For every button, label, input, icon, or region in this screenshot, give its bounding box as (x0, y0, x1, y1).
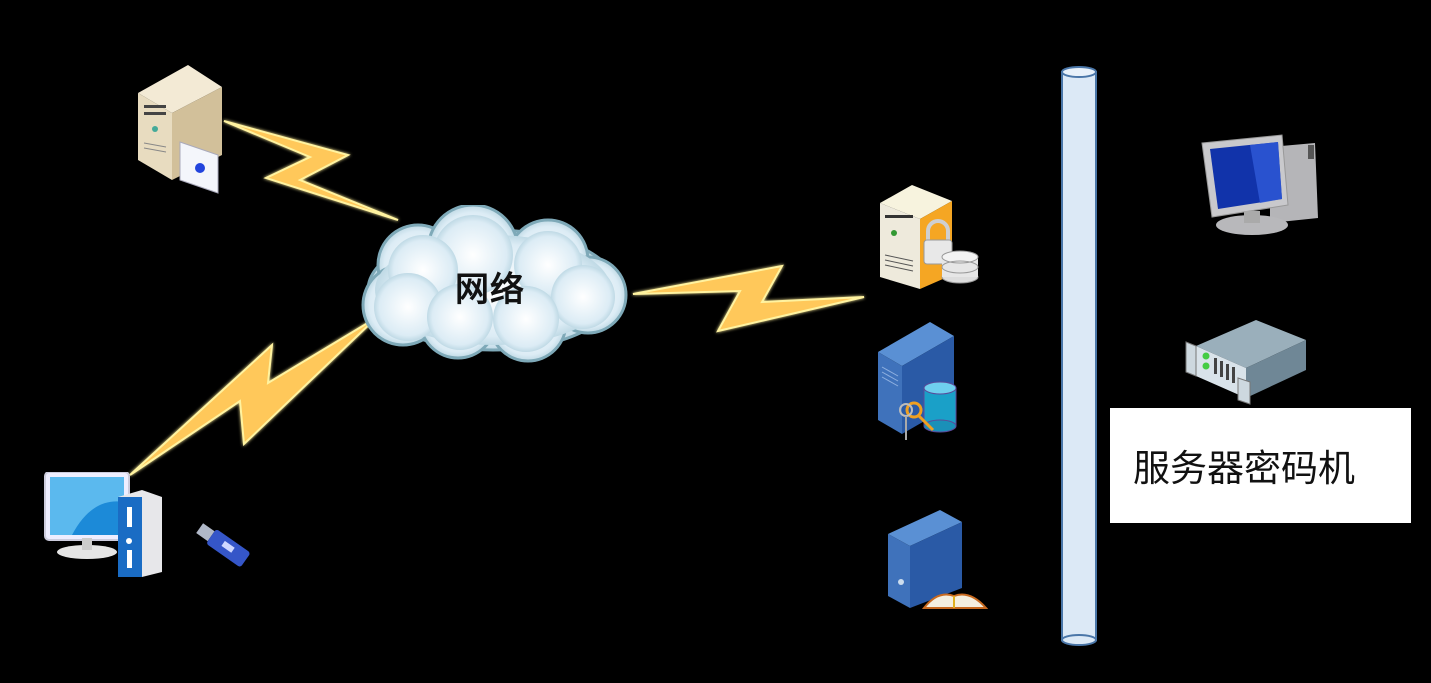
server-lock-database-icon (880, 185, 979, 289)
bus-cylinder-icon (1061, 66, 1097, 646)
server-key-database-icon (878, 322, 957, 440)
hsm-device (1184, 318, 1309, 408)
usb-token-icon (196, 523, 250, 567)
directory-server (888, 510, 988, 610)
network-cloud (348, 205, 638, 365)
rack-server-icon (1185, 320, 1306, 405)
secure-db-server (880, 185, 980, 300)
hsm-label-box: 服务器密码机 (1110, 408, 1411, 523)
lightning-bolt-icon (632, 264, 865, 333)
cloud-label: 网络 (455, 270, 525, 310)
usb-key (192, 518, 252, 573)
server-book-icon (888, 510, 988, 609)
desktop-computer-icon (44, 472, 162, 577)
admin-pc (1200, 133, 1325, 238)
ca-server (138, 65, 228, 195)
lightning-bolt-icon (129, 317, 377, 476)
network-bus (1060, 66, 1100, 646)
cloud-icon (361, 205, 628, 363)
lightning-bolt-icon (223, 120, 399, 221)
server-certificate-icon (138, 65, 222, 194)
client-pc (42, 472, 167, 582)
hsm-label: 服务器密码机 (1133, 447, 1355, 490)
key-db-server (878, 322, 968, 447)
grey-desktop-computer-icon (1201, 134, 1318, 235)
